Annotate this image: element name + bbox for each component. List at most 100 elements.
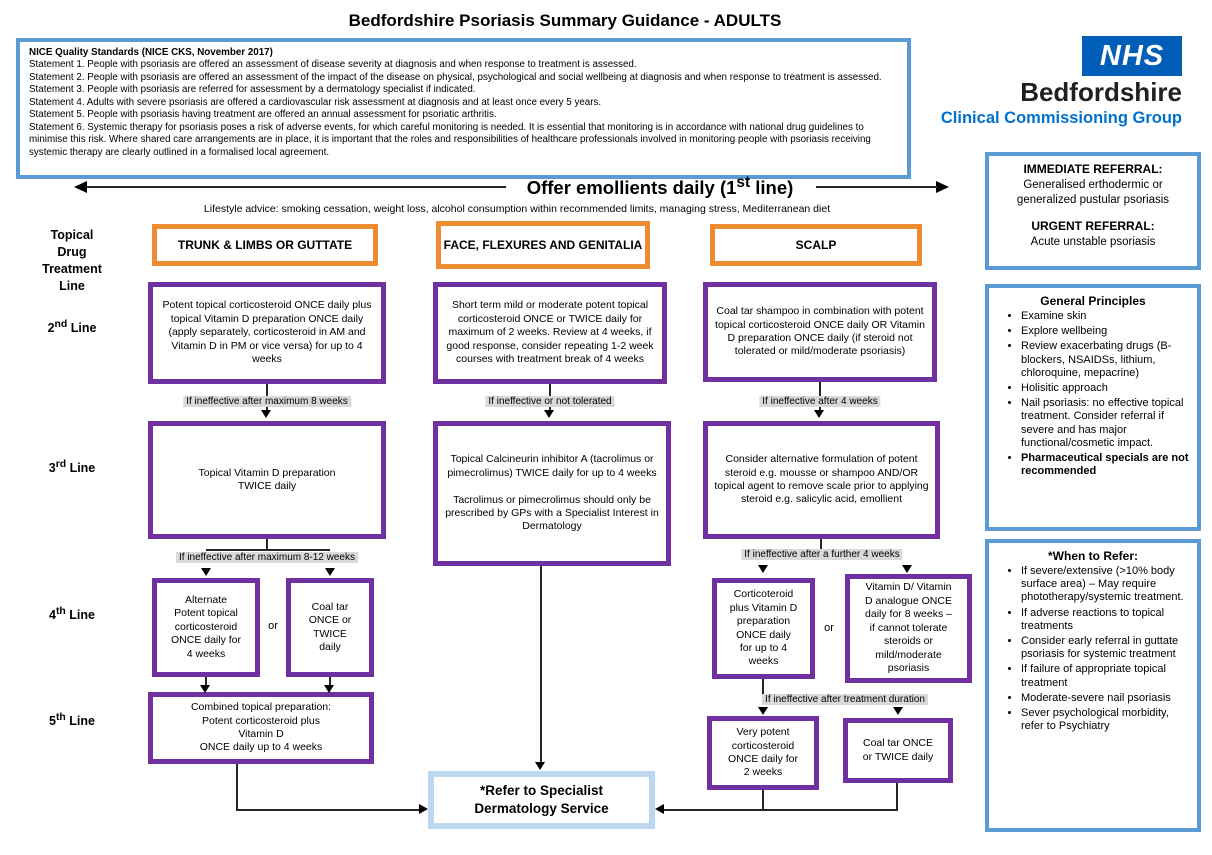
referral-box: IMMEDIATE REFERRAL: Generalised erthoder… xyxy=(985,152,1201,270)
refer-item: Sever psychological morbidity, refer to … xyxy=(1021,707,1189,733)
page-title: Bedfordshire Psoriasis Summary Guidance … xyxy=(348,11,782,30)
face-line3-box: Topical Calcineurin inhibitor A (tacroli… xyxy=(433,421,671,566)
header-scalp: SCALP xyxy=(710,224,922,266)
trunk-branch-arrow-left xyxy=(201,568,211,576)
refer-item: Consider early referral in guttate psori… xyxy=(1021,635,1189,661)
scalp-line4a-box: Corticoteroid plus Vitamin D preparation… xyxy=(712,578,815,679)
scalp-connector4-stub xyxy=(762,679,764,695)
trunk-connector2-label: If ineffective after maximum 8 weeks xyxy=(183,396,351,407)
nice-statement-1: Statement 1. People with psoriasis are o… xyxy=(29,59,637,71)
lifestyle-advice: Lifestyle advice: smoking cessation, wei… xyxy=(203,203,831,215)
scalp-connector3-label: If ineffective after a further 4 weeks xyxy=(741,549,903,560)
scalp-refer-arrow xyxy=(655,804,664,814)
scalp-connector2-arrow xyxy=(814,410,824,418)
face-refer-arrow xyxy=(535,762,545,770)
scalp-or-label: or xyxy=(824,622,834,634)
face-connector2-arrow xyxy=(544,410,554,418)
refer-item: If failure of appropriate topical treatm… xyxy=(1021,663,1189,689)
axis-line-5: 5th Line xyxy=(49,712,95,729)
axis-title: Topical Drug Treatment Line xyxy=(42,228,102,293)
banner-arrowhead-left xyxy=(74,181,87,193)
face-refer-vline xyxy=(540,566,542,763)
principle-item: Nail psoriasis: no effective topical tre… xyxy=(1021,397,1189,450)
principle-item: Examine skin xyxy=(1021,310,1189,323)
refer-specialist-box: *Refer to Specialist Dermatology Service xyxy=(428,771,655,829)
immediate-referral-title: IMMEDIATE REFERRAL: xyxy=(1023,162,1163,176)
scalp-branch-stub xyxy=(820,539,822,549)
banner-text-post: line) xyxy=(750,177,794,199)
principle-item: Explore wellbeing xyxy=(1021,325,1189,338)
principle-item-bold: Pharmaceutical specials are not recommen… xyxy=(1021,452,1189,478)
nhs-logo: NHS xyxy=(1082,36,1182,76)
banner-line-left xyxy=(87,186,506,188)
nice-statement-6: Statement 6. Systemic therapy for psoria… xyxy=(29,121,871,158)
axis-line-3: 3rd Line xyxy=(48,459,96,476)
trunk-4a-down-line xyxy=(205,677,207,686)
trunk-connector3-label: If ineffective after maximum 8-12 weeks xyxy=(176,552,358,563)
refer-item: If adverse reactions to topical treatmen… xyxy=(1021,607,1189,633)
scalp-connector4-label: If ineffective after treatment duration xyxy=(762,694,928,705)
banner-text-sup: st xyxy=(736,174,751,191)
principle-item: Review exacerbating drugs (B-blockers, N… xyxy=(1021,340,1189,380)
urgent-referral-title: URGENT REFERRAL: xyxy=(1031,219,1155,234)
nhs-logo-block: NHS Bedfordshire Clinical Commissioning … xyxy=(930,36,1182,128)
refer-item: Moderate-severe nail psoriasis xyxy=(1021,692,1189,705)
when-to-refer-list: If severe/extensive (>10% body surface a… xyxy=(997,565,1189,733)
nice-quality-standards-box: NICE Quality Standards (NICE CKS, Novemb… xyxy=(16,38,911,179)
nice-statement-5: Statement 5. People with psoriasis havin… xyxy=(29,109,497,121)
emollients-banner: Offer emollients daily (1st line) xyxy=(506,174,814,199)
scalp-line4b-box: Vitamin D/ Vitamin D analogue ONCE daily… xyxy=(845,574,972,683)
banner-text-pre: Offer emollients daily (1 xyxy=(526,177,737,199)
trunk-connector2-arrow xyxy=(261,410,271,418)
general-principles-box: General Principles Examine skin Explore … xyxy=(985,284,1201,531)
header-trunk-limbs: TRUNK & LIMBS OR GUTTATE xyxy=(152,224,378,266)
trunk-branch-arrow-right xyxy=(325,568,335,576)
trunk-line2-box: Potent topical corticosteroid ONCE daily… xyxy=(148,282,386,384)
nhs-ccg-label: Clinical Commissioning Group xyxy=(940,109,1182,127)
immediate-referral-body: Generalised erthodermic or generalized p… xyxy=(1016,178,1170,206)
scalp-line3-box: Consider alternative formulation of pote… xyxy=(703,421,940,539)
trunk-refer-arrow xyxy=(419,804,428,814)
principle-item: Holisitic approach xyxy=(1021,382,1189,395)
scalp-5b-down-line xyxy=(896,783,898,811)
scalp-connector4-arrow-left xyxy=(758,707,768,715)
trunk-line3-box: Topical Vitamin D preparation TWICE dail… xyxy=(148,421,386,539)
banner-line-right xyxy=(816,186,938,188)
trunk-line4b-box: Coal tar ONCE or TWICE daily xyxy=(286,578,374,677)
scalp-branch-arrow-left xyxy=(758,565,768,573)
nhs-org-name: Bedfordshire xyxy=(1020,77,1182,107)
nice-heading: NICE Quality Standards (NICE CKS, Novemb… xyxy=(29,47,273,58)
when-to-refer-box: *When to Refer: If severe/extensive (>10… xyxy=(985,539,1201,832)
nice-statement-4: Statement 4. Adults with severe psoriasi… xyxy=(29,96,602,108)
header-face-flexures: FACE, FLEXURES AND GENITALIA xyxy=(436,221,650,269)
face-connector2-label: If ineffective or not tolerated xyxy=(485,396,615,407)
scalp-line2-box: Coal tar shampoo in combination with pot… xyxy=(703,282,937,382)
trunk-4b-down-arrow xyxy=(324,685,334,693)
scalp-line5b-box: Coal tar ONCE or TWICE daily xyxy=(843,718,953,783)
scalp-line5a-box: Very potent corticosteroid ONCE daily fo… xyxy=(707,716,819,790)
trunk-or-label: or xyxy=(268,620,278,632)
nice-statement-3: Statement 3. People with psoriasis are r… xyxy=(29,84,476,96)
trunk-refer-vline xyxy=(236,764,238,811)
banner-arrowhead-right xyxy=(936,181,949,193)
refer-item: If severe/extensive (>10% body surface a… xyxy=(1021,565,1189,605)
scalp-connector4-arrow-right xyxy=(893,707,903,715)
face-line2-box: Short term mild or moderate potent topic… xyxy=(433,282,667,384)
urgent-referral-body: Acute unstable psoriasis xyxy=(1030,236,1156,249)
axis-line-4: 4th Line xyxy=(49,606,95,623)
trunk-line4a-box: Alternate Potent topical corticosteroid … xyxy=(152,578,260,677)
trunk-refer-hline xyxy=(236,809,419,811)
trunk-4a-down-arrow xyxy=(200,685,210,693)
trunk-line5-box: Combined topical preparation: Potent cor… xyxy=(148,692,374,764)
scalp-connector2-label: If ineffective after 4 weeks xyxy=(759,396,881,407)
general-principles-list: Examine skin Explore wellbeing Review ex… xyxy=(997,310,1189,478)
when-to-refer-title: *When to Refer: xyxy=(1048,549,1138,563)
trunk-branch-stub xyxy=(266,539,268,550)
trunk-branch-bar xyxy=(206,549,330,551)
scalp-5a-down-line xyxy=(762,790,764,811)
nice-statement-2: Statement 2. People with psoriasis are o… xyxy=(29,71,882,83)
axis-line-2: 2nd Line xyxy=(47,319,97,336)
trunk-4b-down-line xyxy=(329,677,331,686)
scalp-refer-hline xyxy=(663,809,898,811)
